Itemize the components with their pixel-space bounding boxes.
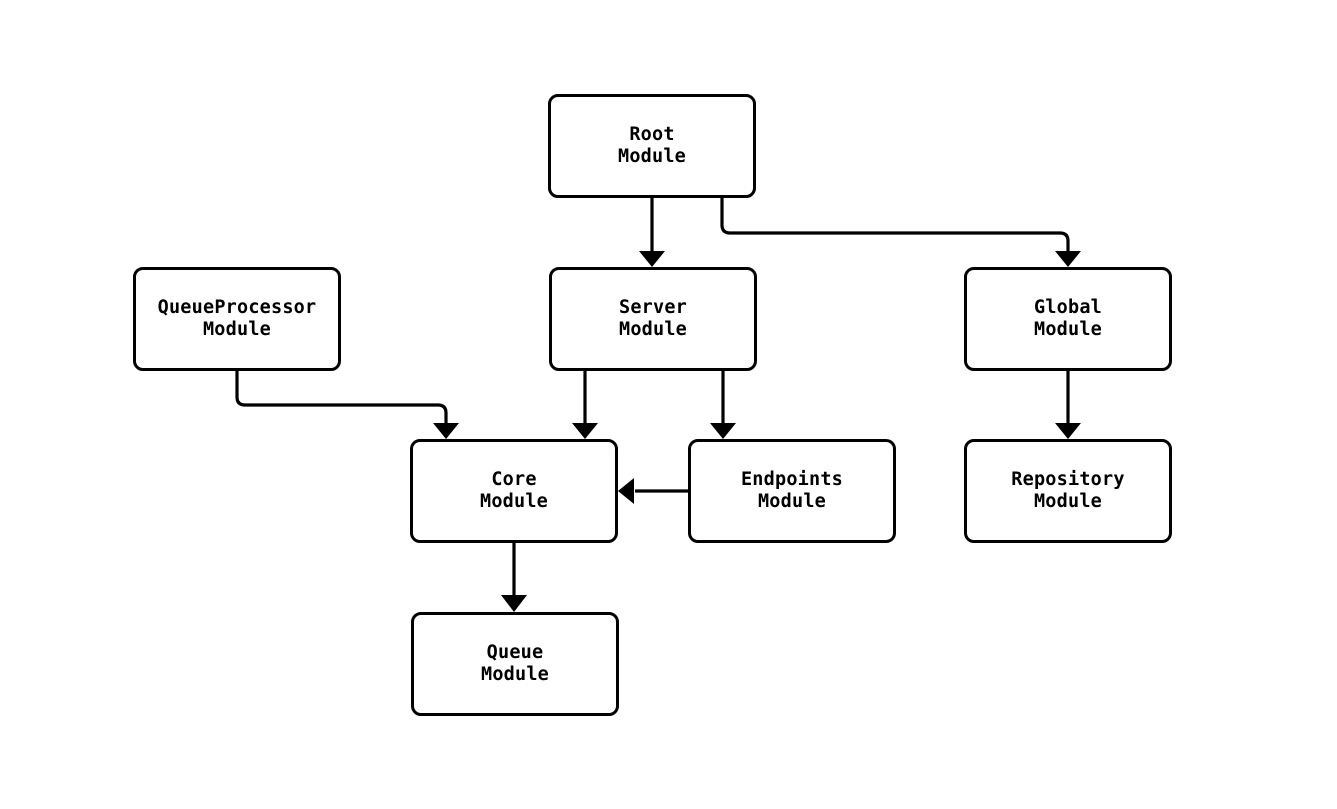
node-global-module: Global Module (964, 267, 1172, 371)
node-repository-module: Repository Module (964, 439, 1172, 543)
edge-endpoints-to-core (618, 478, 688, 504)
node-queueprocessor-module-label: QueueProcessor Module (157, 297, 317, 340)
node-server-module-label: Server Module (618, 297, 688, 340)
node-queueprocessor-module: QueueProcessor Module (133, 267, 341, 371)
edge-server-to-endpoints (710, 371, 736, 439)
node-queue-module: Queue Module (411, 612, 619, 716)
node-global-module-label: Global Module (1033, 297, 1103, 340)
node-queue-module-label: Queue Module (480, 642, 550, 685)
edge-core-to-queue (501, 543, 527, 612)
edge-root-to-server (639, 198, 665, 267)
node-core-module-label: Core Module (479, 469, 549, 512)
node-root-module-label: Root Module (617, 124, 687, 167)
edge-global-to-repository (1055, 371, 1081, 439)
node-core-module: Core Module (410, 439, 618, 543)
node-root-module: Root Module (548, 94, 756, 198)
node-endpoints-module: Endpoints Module (688, 439, 896, 543)
node-repository-module-label: Repository Module (1011, 469, 1125, 512)
node-endpoints-module-label: Endpoints Module (740, 469, 844, 512)
edge-root-to-global (720, 198, 1081, 267)
node-server-module: Server Module (549, 267, 757, 371)
edge-server-to-core (572, 371, 598, 439)
edge-queueprocessor-to-core (235, 371, 459, 439)
